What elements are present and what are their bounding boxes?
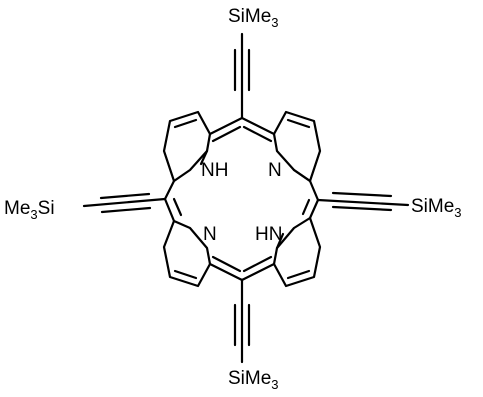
left-silyl-prefix: Me [4,198,30,219]
bottom-silyl-subscript: 3 [271,377,278,392]
bond-lines [82,32,410,364]
label-bottom-trimethylsilyl: SiMe3 [228,368,279,392]
top-silyl-group: SiMe [228,6,271,27]
right-silyl-group: SiMe [411,196,454,217]
label-left-trimethylsilyl: Me3Si [4,198,55,222]
label-n-upper: N [268,160,282,181]
left-silyl-suffix: Si [38,198,55,219]
label-right-trimethylsilyl: SiMe3 [411,196,462,220]
bottom-silyl-group: SiMe [228,368,271,389]
label-n-lower: N [203,224,217,245]
label-top-trimethylsilyl: SiMe3 [228,6,279,30]
top-silyl-subscript: 3 [271,15,278,30]
right-silyl-subscript: 3 [454,205,461,220]
left-silyl-subscript: 3 [30,207,37,222]
label-nh-upper: NH [201,160,228,181]
label-hn-lower: HN [255,224,282,245]
